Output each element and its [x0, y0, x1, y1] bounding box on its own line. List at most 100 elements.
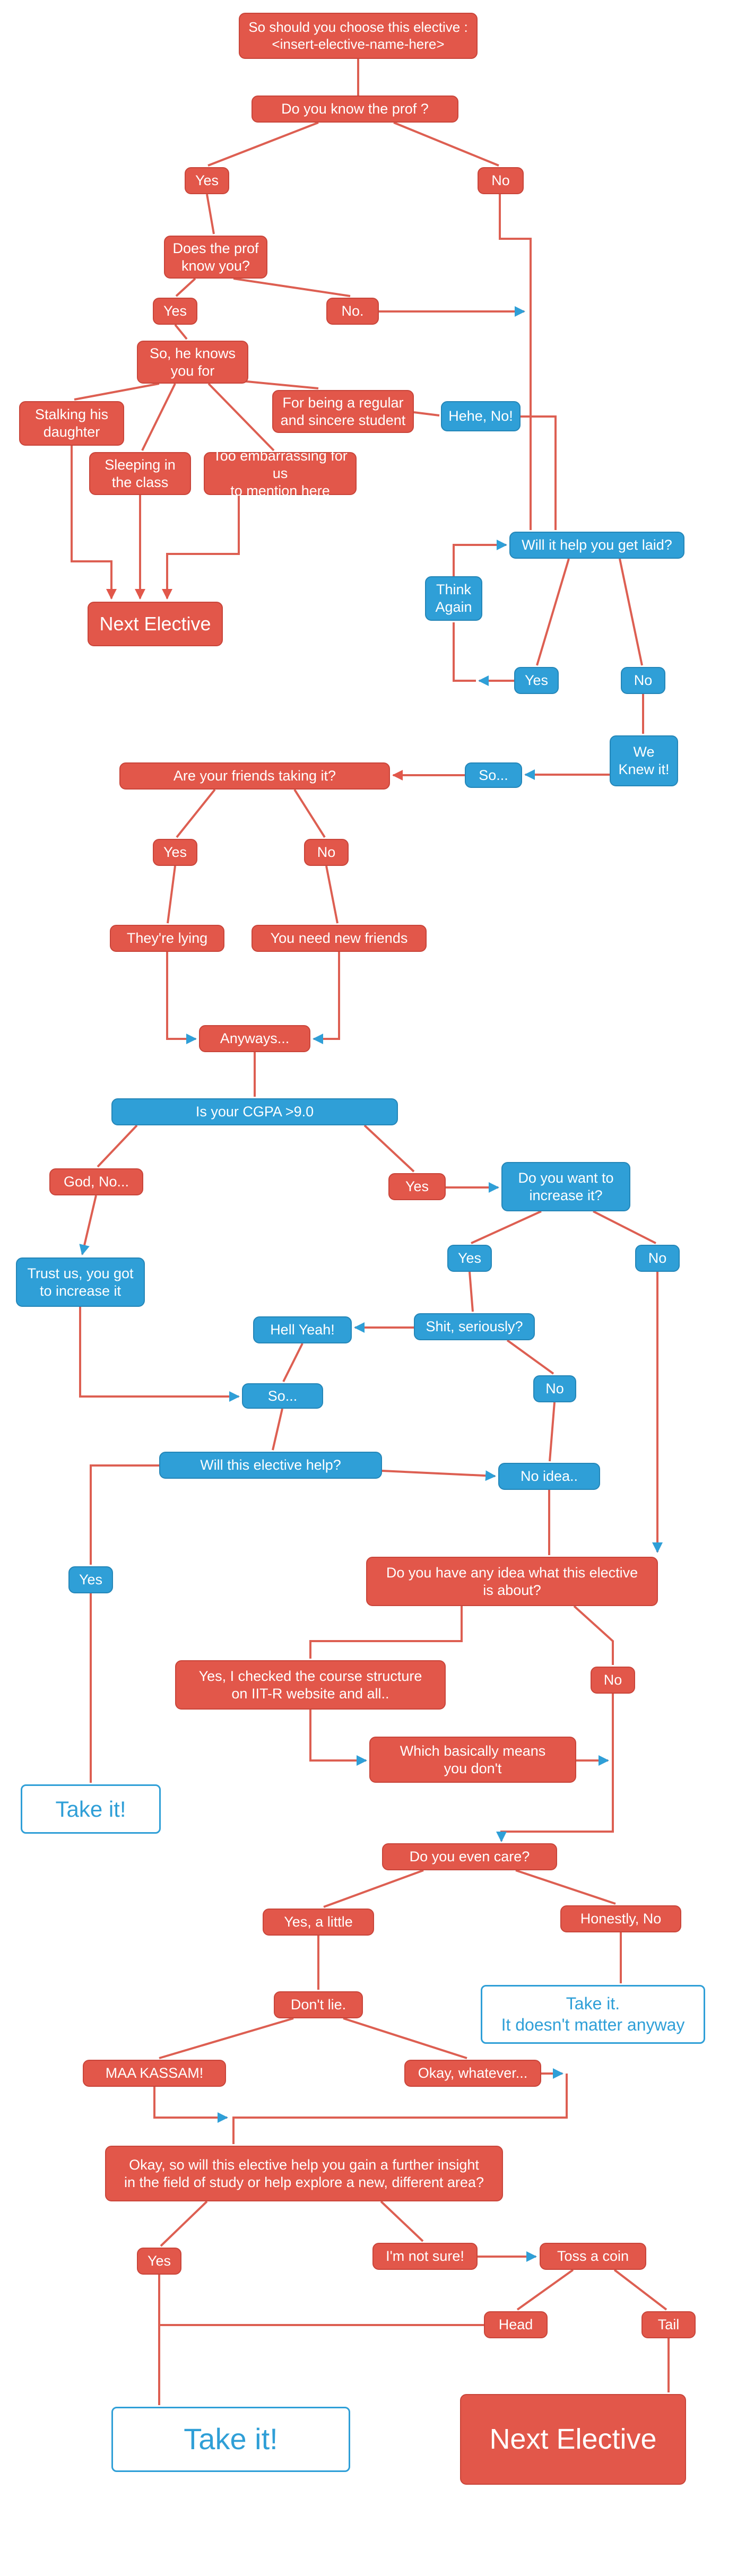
- node-cgpa-yes: Yes: [388, 1173, 446, 1200]
- node-increase-it: Do you want to increase it?: [501, 1162, 630, 1211]
- edge-66: [380, 2200, 424, 2242]
- edge-36: [79, 1195, 97, 1255]
- edge-61: [343, 2017, 467, 2059]
- node-knows-you-for: So, he knows you for: [137, 341, 248, 384]
- edge-34: [363, 1124, 415, 1173]
- edge-9: [74, 383, 160, 401]
- edge-4: [175, 277, 196, 297]
- edge-39: [469, 1271, 474, 1312]
- node-know-prof: Do you know the prof ?: [252, 96, 458, 123]
- node-we-knew-it: We Knew it!: [610, 735, 678, 786]
- edge-21: [453, 622, 476, 682]
- node-idea-no: No: [591, 1667, 635, 1694]
- edge-52: [573, 1605, 614, 1665]
- node-know-prof-no: No: [478, 167, 524, 194]
- node-get-laid-yes: Yes: [514, 667, 559, 694]
- edge-30: [166, 952, 197, 1044]
- node-not-sure: I'm not sure!: [372, 2243, 478, 2270]
- edge-5: [233, 277, 351, 297]
- node-get-laid-no: No: [621, 667, 665, 694]
- edge-41: [506, 1339, 554, 1375]
- node-sleeping-class: Sleeping in the class: [89, 452, 191, 495]
- node-need-new-friends: You need new friends: [252, 925, 427, 952]
- edge-55: [496, 1694, 614, 1842]
- edge-53: [309, 1710, 367, 1766]
- edge-38: [593, 1210, 656, 1244]
- node-too-embarrassing: Too embarrassing for us to mention here: [204, 448, 357, 499]
- edge-17: [162, 495, 240, 600]
- node-next-elective-1: Next Elective: [88, 602, 223, 646]
- node-god-no: God, No...: [49, 1168, 143, 1195]
- node-prof-know-you: Does the prof know you?: [164, 236, 267, 279]
- edge-45: [272, 1408, 283, 1451]
- node-checked-structure: Yes, I checked the course structure on I…: [175, 1660, 446, 1710]
- node-anyways: Anyways...: [199, 1025, 310, 1052]
- edge-62: [153, 2087, 228, 2123]
- node-dont-lie: Don't lie.: [274, 1991, 363, 2018]
- node-intro: So should you choose this elective : <in…: [239, 13, 478, 59]
- node-care-yes: Yes, a little: [263, 1909, 374, 1936]
- edge-12: [207, 383, 275, 452]
- node-hell-yeah: Hell Yeah!: [253, 1316, 352, 1343]
- edge-64: [232, 2074, 568, 2144]
- node-regular-student: For being a regular and sincere student: [272, 390, 414, 433]
- edge-44: [79, 1307, 240, 1402]
- edge-13: [413, 411, 440, 417]
- node-next-elective-2: Next Elective: [460, 2394, 686, 2485]
- node-okay-whatever: Okay, whatever...: [404, 2060, 541, 2087]
- node-stalking-daughter: Stalking his daughter: [19, 401, 124, 446]
- node-head: Head: [484, 2311, 548, 2338]
- edge-26: [176, 788, 216, 838]
- edge-43: [282, 1343, 304, 1382]
- edge-1: [207, 122, 319, 167]
- edge-19: [619, 558, 643, 666]
- node-friends-no: No: [304, 839, 349, 866]
- edge-37: [471, 1210, 542, 1244]
- edge-7: [499, 194, 532, 530]
- node-even-care: Do you even care?: [382, 1843, 557, 1870]
- edge-68: [516, 2269, 574, 2311]
- node-friends-yes: Yes: [153, 839, 197, 866]
- node-friends-taking: Are your friends taking it?: [119, 762, 390, 790]
- node-hehe-no: Hehe, No!: [441, 401, 521, 431]
- node-elective-help: Will this elective help?: [159, 1452, 382, 1479]
- edge-51: [309, 1606, 463, 1659]
- node-prof-know-you-no: No.: [326, 298, 379, 325]
- edge-14: [521, 415, 557, 530]
- edge-31: [313, 952, 340, 1044]
- node-take-it-3: Take it!: [111, 2407, 350, 2472]
- edge-group: [71, 59, 670, 2405]
- edge-47: [90, 1464, 159, 1565]
- node-toss-coin: Toss a coin: [540, 2243, 646, 2270]
- edge-33: [97, 1124, 138, 1168]
- edge-69: [613, 2269, 667, 2311]
- node-so-2: So...: [242, 1383, 323, 1409]
- edge-65: [160, 2200, 208, 2247]
- edge-22: [453, 540, 507, 576]
- node-seriously-no: No: [533, 1375, 576, 1402]
- node-help-yes: Yes: [68, 1566, 113, 1593]
- node-maa-kassam: MAA KASSAM!: [83, 2060, 226, 2087]
- node-take-it-1: Take it!: [21, 1784, 161, 1834]
- node-insight-yes: Yes: [137, 2248, 181, 2275]
- node-prof-know-you-yes: Yes: [153, 298, 197, 325]
- node-no-idea: No idea..: [498, 1463, 600, 1490]
- node-get-laid: Will it help you get laid?: [509, 532, 684, 559]
- node-increase-yes: Yes: [447, 1245, 492, 1272]
- edge-27: [293, 788, 326, 838]
- edge-60: [159, 2017, 294, 2059]
- node-means-you-dont: Which basically means you don't: [369, 1737, 576, 1783]
- edge-10: [241, 380, 319, 389]
- edge-56: [323, 1869, 424, 1908]
- node-cgpa: Is your CGPA >9.0: [111, 1098, 398, 1125]
- node-care-no: Honestly, No: [560, 1905, 681, 1932]
- edge-8: [174, 324, 188, 340]
- edge-46: [381, 1470, 496, 1481]
- node-think-again: Think Again: [425, 576, 482, 621]
- node-tail: Tail: [641, 2311, 696, 2338]
- node-theyre-lying: They're lying: [110, 925, 224, 952]
- edge-2: [393, 122, 499, 167]
- edge-29: [325, 865, 339, 924]
- edge-57: [515, 1869, 616, 1905]
